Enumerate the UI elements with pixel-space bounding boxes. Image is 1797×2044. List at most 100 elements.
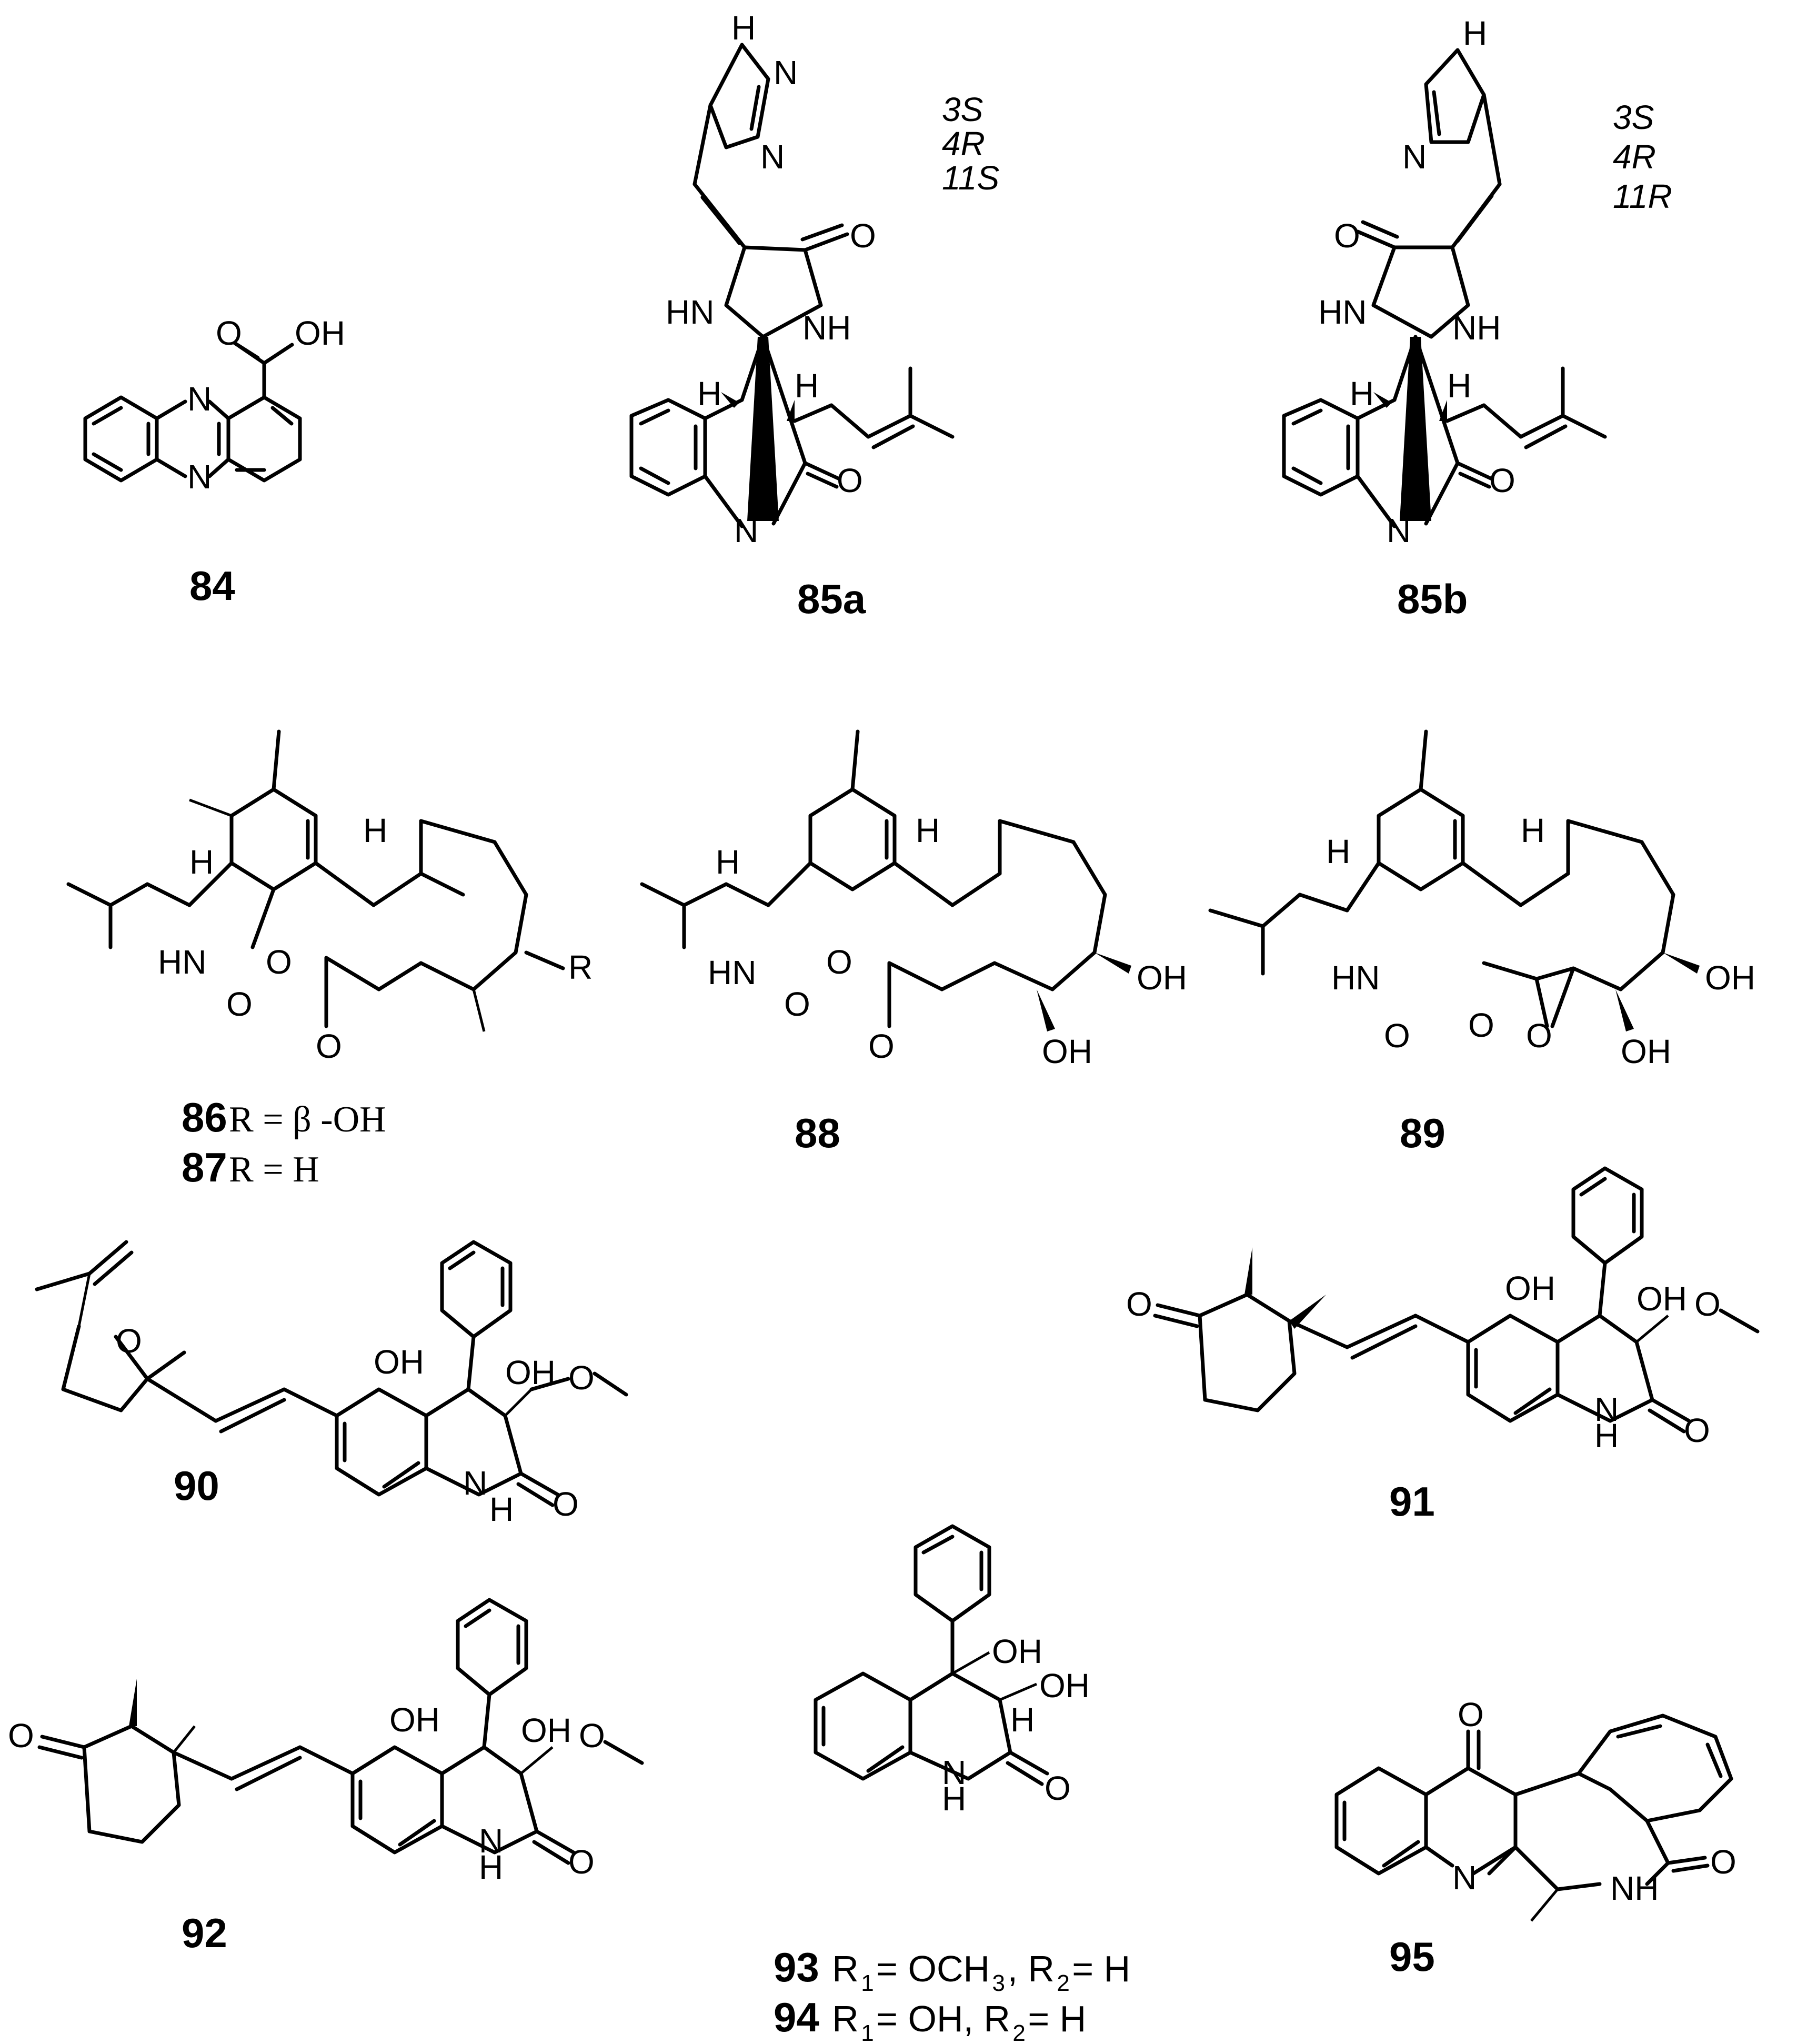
atom-label: H	[1350, 375, 1374, 413]
structure-95: N O O NH 95	[1334, 1696, 1736, 1980]
atom-label: O	[568, 1843, 595, 1881]
atom-label: O	[316, 1027, 342, 1065]
atom-label: OH	[992, 1632, 1042, 1670]
compound-number: 92	[182, 1910, 227, 1956]
structure-84: N N O OH 84	[83, 314, 345, 609]
atom-label: N	[187, 458, 212, 496]
structure-93-94: H N O OH OH H 93 R 1 = OCH 3 , R 2 = H 9…	[774, 1524, 1130, 2044]
atom-label: R	[568, 948, 593, 986]
atom-label: H	[1326, 833, 1350, 870]
atom-label: OH	[389, 1701, 440, 1739]
atom-label: O	[1489, 462, 1515, 499]
atom-label: H	[916, 811, 940, 849]
atom-label: N	[1594, 1390, 1619, 1428]
atom-label: O	[116, 1322, 142, 1360]
atom-label: O	[1126, 1285, 1152, 1323]
compound-number: 90	[174, 1462, 219, 1509]
atom-label: H	[1521, 811, 1545, 849]
stereo-descriptor: 4R	[942, 125, 985, 163]
atom-label: O	[850, 217, 876, 255]
atom-label: HN	[1331, 959, 1380, 997]
stereo-descriptor: 3S	[942, 91, 983, 128]
structure-90: O OH H N O OH O 90	[35, 1240, 628, 1528]
atom-label: H	[795, 367, 819, 405]
atom-label: HN	[1318, 293, 1367, 331]
stereo-descriptor: 4R	[1613, 138, 1656, 176]
atom-label: O	[1045, 1769, 1071, 1807]
caption-93: 93 R 1 = OCH 3 , R 2 = H	[774, 1944, 1130, 1996]
compound-number: 87	[182, 1144, 227, 1190]
atom-label: HN	[158, 943, 206, 981]
atom-label: H	[942, 1780, 966, 1818]
stereo-descriptor: 11S	[942, 159, 999, 197]
atom-label: OH	[1042, 1033, 1092, 1070]
atom-label: H	[363, 811, 387, 849]
compound-number: 85a	[797, 576, 866, 622]
structure-86-87: H H HN O O O R 86 R = β -OH 87 R = H	[66, 729, 593, 1190]
atom-label: OH	[374, 1343, 424, 1381]
atom-label: O	[216, 314, 242, 352]
atom-label: OH	[1137, 959, 1187, 997]
compound-caption: R = β -OH	[229, 1099, 386, 1140]
stereo-descriptor: 11R	[1613, 177, 1672, 215]
atom-label: HN	[666, 293, 714, 331]
atom-label: H	[716, 843, 740, 881]
atom-label: O	[1384, 1017, 1410, 1055]
atom-label: N	[760, 138, 785, 176]
structure-92: O OH H N O OH O 92	[8, 1598, 644, 1956]
atom-label: O	[226, 985, 253, 1023]
atom-label: NH	[1452, 309, 1501, 347]
atom-label: H	[479, 1848, 503, 1886]
compound-number: 88	[795, 1110, 840, 1156]
atom-label: H	[1594, 1417, 1619, 1455]
structure-89: H H HN O O O OH OH 89	[1208, 729, 1755, 1156]
atom-label: O	[826, 943, 852, 981]
atom-label: OH	[1705, 959, 1755, 997]
stereo-descriptor: 3S	[1613, 98, 1654, 136]
atom-label: OH	[521, 1711, 571, 1749]
atom-label: O	[1526, 1017, 1552, 1055]
atom-label: O	[8, 1717, 34, 1755]
atom-label: N	[942, 1754, 966, 1791]
atom-label: H	[731, 9, 756, 47]
atom-label: H	[189, 843, 214, 881]
atom-label: O	[1694, 1285, 1721, 1323]
atom-label: O	[568, 1359, 595, 1397]
atom-label: N	[463, 1464, 487, 1502]
compound-number: 86	[182, 1094, 227, 1140]
atom-label: O	[266, 943, 292, 981]
atom-label: OH	[1039, 1667, 1090, 1705]
atom-label: O	[1468, 1006, 1494, 1044]
atom-label: N	[774, 54, 798, 92]
atom-label: OH	[295, 314, 345, 352]
atom-label: H	[1463, 14, 1487, 52]
compound-number: 84	[189, 563, 235, 609]
atom-label: N	[1402, 138, 1427, 176]
atom-label: O	[553, 1485, 579, 1523]
atom-label: OH	[1637, 1280, 1687, 1318]
atom-label: N	[1452, 1859, 1477, 1897]
atom-label: O	[837, 462, 863, 499]
atom-label: O	[1710, 1843, 1736, 1881]
atom-label: H	[1447, 367, 1471, 405]
atom-label: O	[1684, 1411, 1710, 1449]
atom-label: O	[1458, 1696, 1484, 1734]
atom-label: N	[187, 380, 212, 418]
compound-number: 95	[1389, 1933, 1435, 1980]
structure-85a: H N N O HN NH H H N O	[629, 9, 999, 622]
structure-88: H H HN O O O OH OH 88	[640, 729, 1187, 1156]
atom-label: HN	[708, 954, 756, 991]
atom-label: H	[489, 1490, 514, 1528]
atom-label: O	[1334, 217, 1360, 255]
compound-number: 89	[1400, 1110, 1445, 1156]
atom-label: O	[579, 1717, 605, 1755]
atom-label: NH	[802, 309, 851, 347]
atom-label: OH	[1621, 1033, 1671, 1070]
compound-number: 85b	[1397, 576, 1468, 622]
structure-85b: H N O HN NH H H N O 3S 4R	[1282, 14, 1672, 622]
atom-label: O	[868, 1027, 895, 1065]
compound-number: 91	[1389, 1478, 1435, 1525]
atom-label: O	[784, 985, 810, 1023]
atom-label: N	[479, 1822, 503, 1860]
